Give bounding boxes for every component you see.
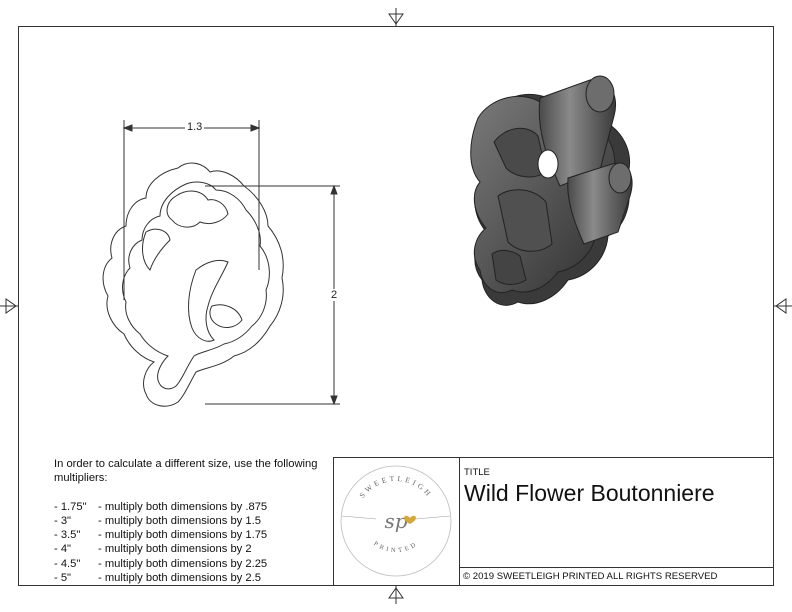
logo-top-text: SWEETLEIGH — [357, 474, 434, 500]
width-dimension-label: 1.3 — [185, 121, 205, 133]
logo-heart-icon — [404, 515, 416, 524]
width-arrow-icon — [122, 124, 261, 132]
render-hole — [537, 149, 559, 179]
copyright-text: © 2019 SWEETLEIGH PRINTED ALL RIGHTS RES… — [460, 567, 773, 586]
title-block: SWEETLEIGH PRINTED sp TITLE Wild Flower … — [333, 457, 774, 586]
multiplier-size: - 3.5" — [54, 529, 81, 542]
multiplier-row: - 4" - multiply both dimensions by 2 — [54, 542, 324, 556]
title-label: TITLE — [464, 467, 490, 478]
cutter-outer-outline — [102, 162, 284, 407]
multiplier-size: - 4" — [54, 543, 72, 556]
logo-bottom-text: PRINTED — [372, 540, 419, 554]
multiplier-text: - multiply both dimensions by 2.25 — [98, 557, 268, 570]
bottom-center-arrow-icon — [388, 587, 404, 599]
flower-detail-stem — [188, 259, 229, 342]
title-cell: TITLE Wild Flower Boutonniere — [460, 458, 773, 568]
cutter-inner-outline — [122, 181, 270, 390]
flower-detail-petal — [142, 228, 171, 271]
multiplier-text: - multiply both dimensions by .875 — [98, 500, 268, 513]
height-arrow-icon — [330, 184, 338, 406]
render-inner-wall-lower — [497, 189, 553, 252]
sweetleigh-logo: SWEETLEIGH PRINTED sp — [340, 465, 452, 577]
top-center-arrow-icon — [388, 13, 404, 25]
right-center-arrow-icon — [775, 298, 787, 314]
multiplier-size: - 3" — [54, 514, 72, 527]
multiplier-row: - 4.5" - multiply both dimensions by 2.2… — [54, 557, 324, 571]
multiplier-text: - multiply both dimensions by 1.75 — [98, 529, 268, 542]
multiplier-size: - 1.75" — [54, 500, 87, 513]
multiplier-text: - multiply both dimensions by 1.5 — [98, 514, 261, 527]
multiplier-text: - multiply both dimensions by 2 — [98, 543, 252, 556]
multiplier-text: - multiply both dimensions by 2.5 — [98, 572, 261, 585]
multiplier-row: - 1.75" - multiply both dimensions by .8… — [54, 500, 324, 514]
multiplier-size: - 5" — [54, 572, 72, 585]
instructions-intro: In order to calculate a different size, … — [54, 458, 318, 485]
render-cylinder-top-cap — [585, 75, 615, 113]
render-cylinder-right-cap — [608, 162, 632, 194]
logo-ring — [340, 465, 452, 577]
multiplier-row: - 3" - multiply both dimensions by 1.5 — [54, 514, 324, 528]
drawing-title: Wild Flower Boutonniere — [464, 480, 715, 506]
logo-swash-right — [415, 515, 451, 520]
logo-swash-left — [341, 515, 377, 520]
multiplier-row: - 5" - multiply both dimensions by 2.5 — [54, 571, 324, 585]
render-stem — [491, 249, 527, 285]
flower-detail-top — [166, 190, 229, 228]
left-center-arrow-icon — [5, 298, 17, 314]
logo-monogram: sp — [384, 509, 407, 533]
multiplier-size: - 4.5" — [54, 557, 81, 570]
logo-cell: SWEETLEIGH PRINTED sp — [334, 458, 460, 585]
height-dimension-label: 2 — [329, 289, 340, 301]
multiplier-row: - 3.5" - multiply both dimensions by 1.7… — [54, 528, 324, 542]
flower-detail-leaf — [209, 304, 243, 328]
size-instructions: In order to calculate a different size, … — [54, 457, 324, 585]
